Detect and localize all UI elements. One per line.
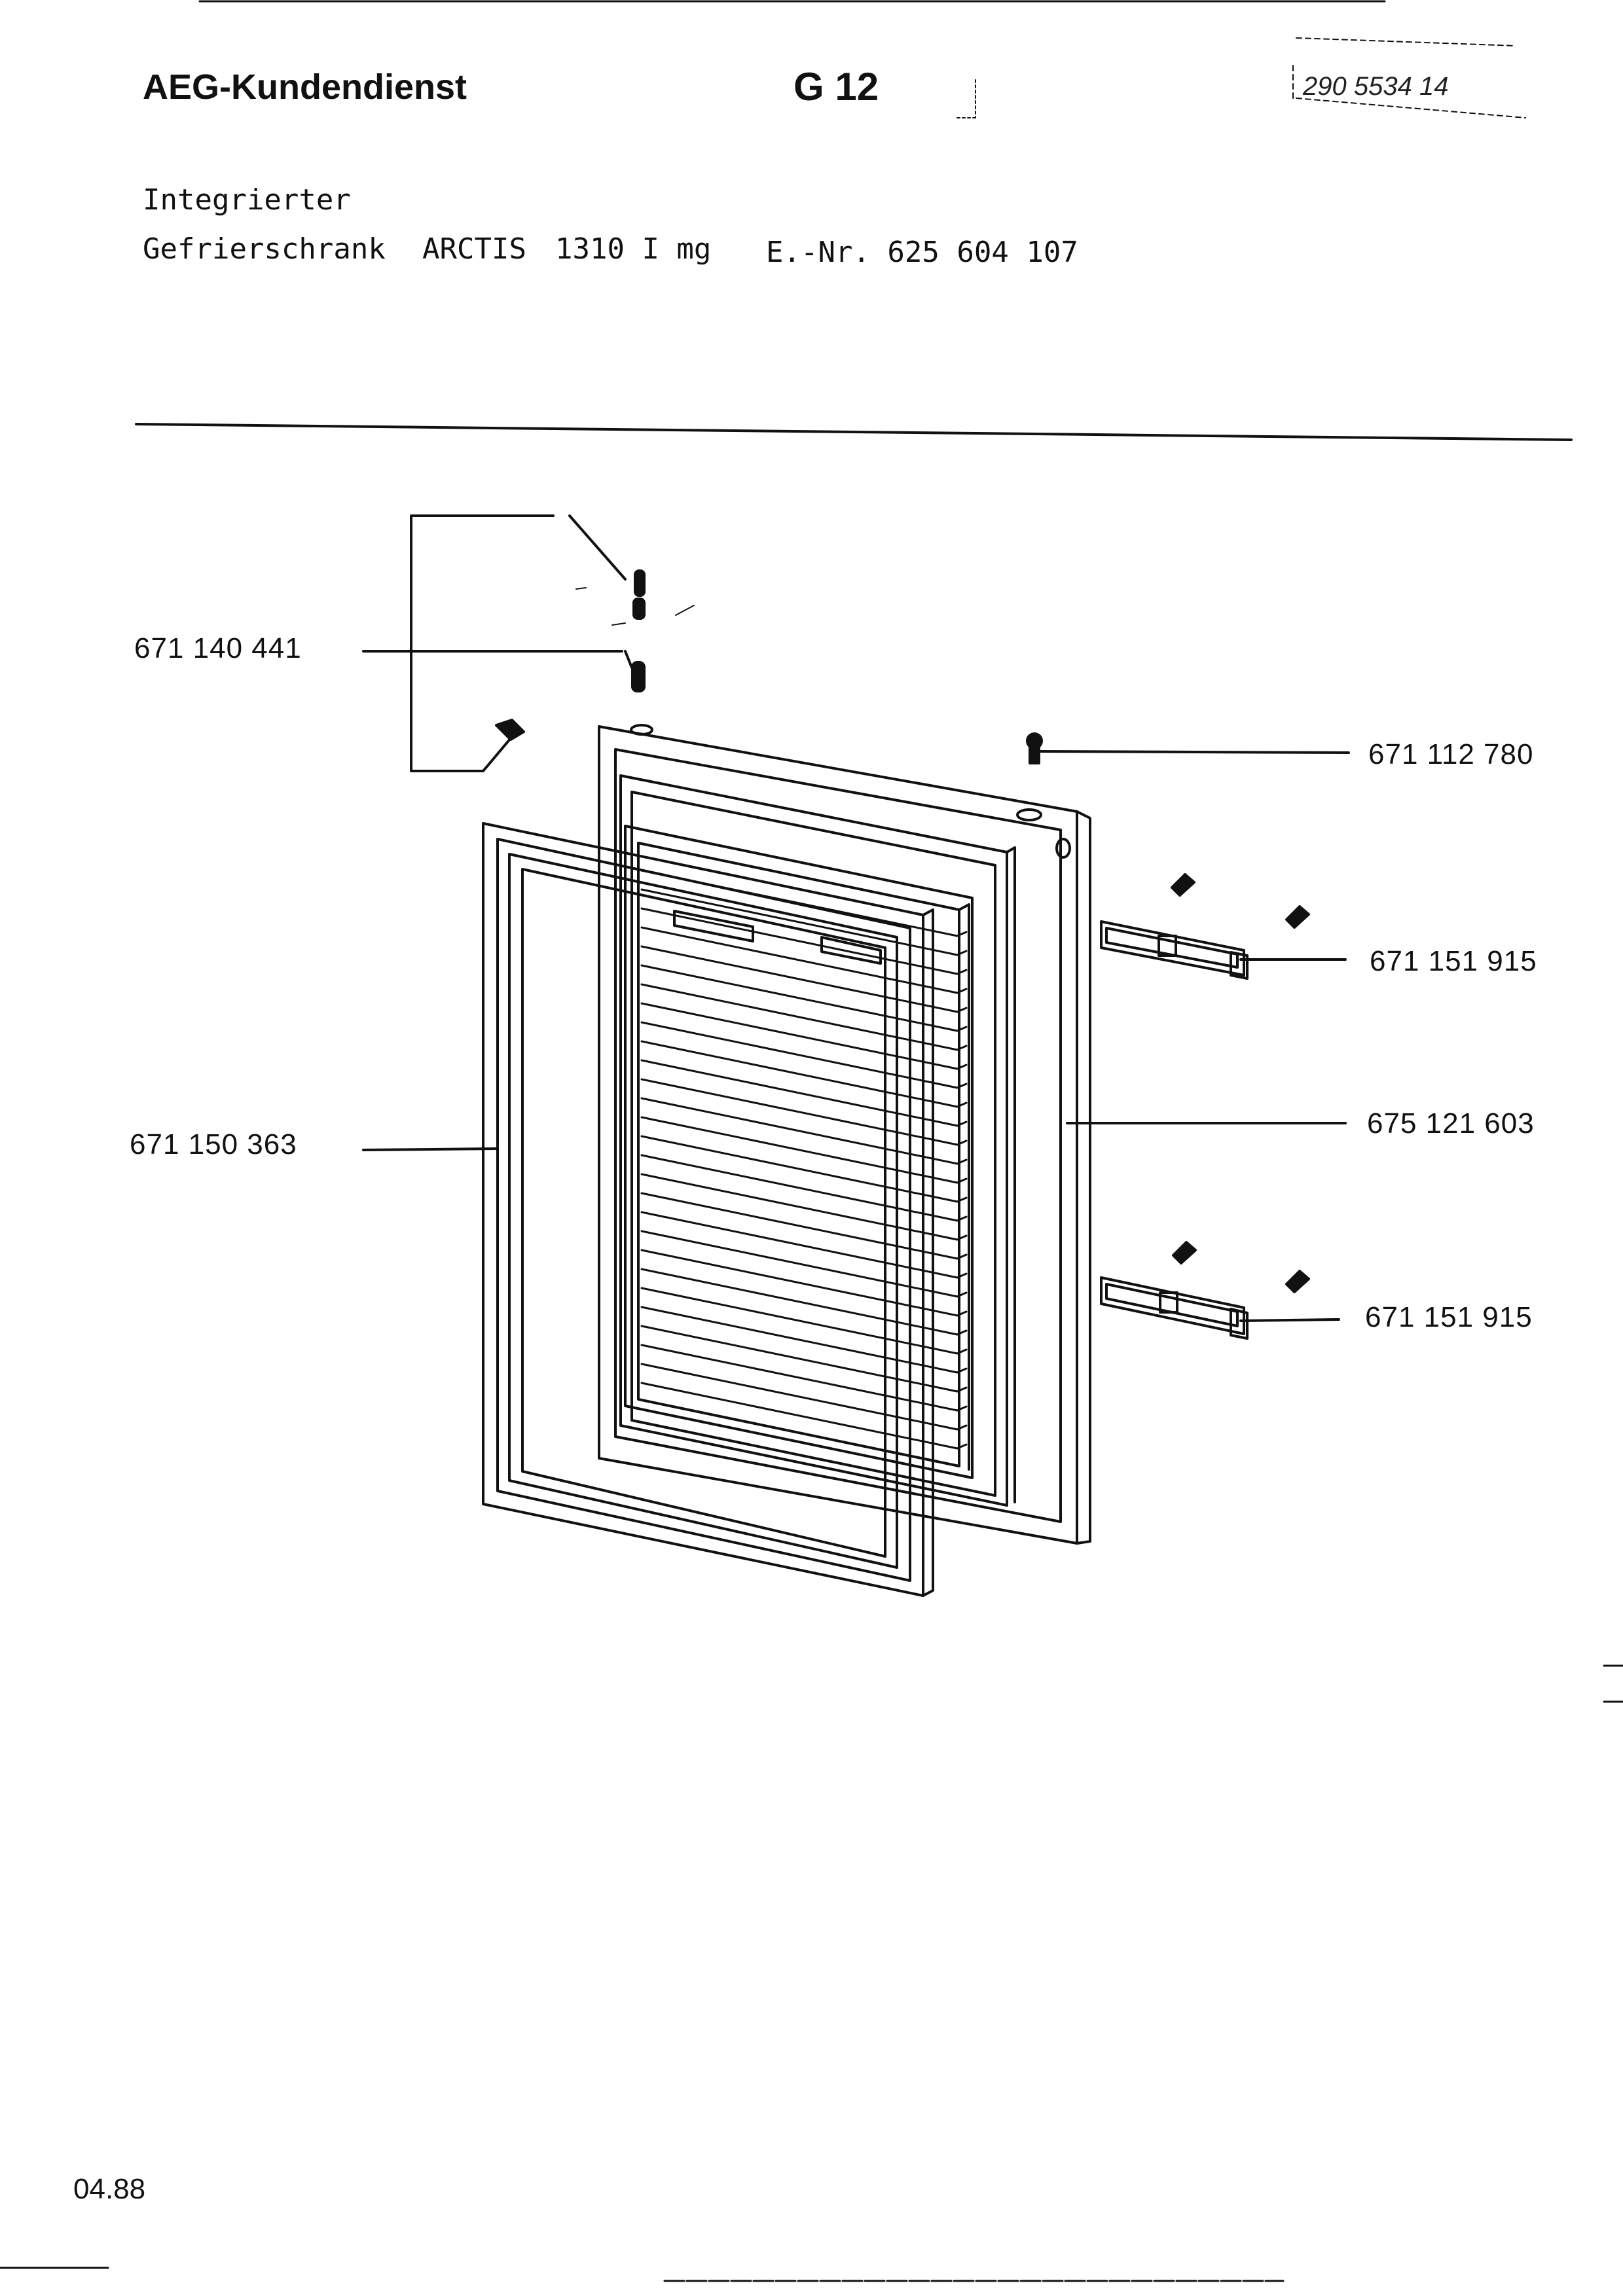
liner-shelf-rib-end: [956, 1177, 968, 1184]
liner-shelf-rib: [640, 1021, 958, 1089]
product-line-1: Integrierter: [143, 183, 351, 217]
part-label-screw: 671 112 780: [1368, 738, 1534, 770]
liner-shelf-rib-end: [956, 1348, 968, 1355]
liner-shelf-rib: [640, 1192, 958, 1260]
door-gasket-leader: [362, 1147, 499, 1151]
liner-shelf-rib-end: [956, 931, 968, 937]
liner-shelf-lines: [640, 869, 968, 1450]
lower-bracket-screws: [1172, 1241, 1310, 1293]
liner-shelf-rib-end: [956, 988, 968, 994]
liner-shelf-rib: [640, 926, 958, 994]
liner-shelf-rib-end: [956, 1196, 968, 1203]
document-number: 290 5534 14: [1303, 72, 1449, 101]
upper-bracket-part: [1100, 920, 1249, 980]
liner-shelf-rib: [640, 1173, 958, 1241]
hinge-pin-leader: [362, 514, 633, 772]
liner-shelf-rib: [640, 1078, 958, 1146]
part-label-door-bracket-upper: 671 151 915: [1370, 945, 1537, 977]
liner-shelf-rib-end: [956, 1026, 968, 1032]
liner-shelf-rib-end: [956, 969, 968, 975]
liner-shelf-rib-end: [956, 1064, 968, 1070]
hinge-dashes: [575, 587, 695, 626]
page-code: G 12: [793, 65, 879, 109]
liner-shelf-rib-end: [956, 1443, 968, 1450]
liner-shelf-rib: [640, 1363, 958, 1431]
liner-shelf-rib: [640, 888, 958, 956]
liner-shelf-rib: [640, 1097, 958, 1165]
product-enr: E.-Nr. 625 604 107: [766, 236, 1078, 269]
liner-shelf-rib: [640, 1325, 958, 1393]
part-label-door-gasket: 671 150 363: [130, 1128, 297, 1160]
liner-shelf-rib-end: [956, 1424, 968, 1431]
liner-shelf-rib: [640, 1135, 958, 1203]
part-label-door-bracket-lower: 671 151 915: [1365, 1301, 1533, 1333]
liner-shelf-rib-end: [956, 1272, 968, 1279]
product-model: ARCTIS: [422, 232, 526, 266]
liner-shelf-rib: [640, 1002, 958, 1070]
liner-shelf-rib-end: [956, 1102, 968, 1108]
hinge-pin-parts: [495, 569, 646, 741]
product-variant: 1310 I mg: [555, 232, 712, 266]
liner-shelf-rib: [640, 1268, 958, 1336]
document-number-box: [1292, 37, 1526, 118]
liner-shelf-rib: [640, 907, 958, 975]
page-code-bracket: [957, 79, 976, 118]
door-panel-frame: [598, 724, 1091, 1545]
product-type: Gefrierschrank: [143, 232, 386, 266]
liner-shelf-rib-end: [956, 1139, 968, 1146]
liner-shelf-rib: [640, 1059, 958, 1127]
liner-shelf-rib: [640, 1154, 958, 1222]
upper-bracket-screws: [1171, 873, 1310, 929]
liner-shelf-rib: [640, 1287, 958, 1355]
liner-shelf-rib-end: [956, 1329, 968, 1336]
liner-shelf-rib: [640, 1116, 958, 1184]
header-divider: [135, 423, 1573, 441]
lower-bracket-part: [1100, 1276, 1249, 1340]
inner-liner: [624, 825, 974, 1479]
liner-shelf-rib-end: [956, 1405, 968, 1412]
liner-shelf-rib-end: [956, 1386, 968, 1393]
screw-leader: [1040, 750, 1350, 754]
footer-date: 04.88: [73, 2173, 146, 2205]
liner-shelf-rib: [640, 1306, 958, 1374]
margin-marks: [1603, 1664, 1623, 1703]
liner-shelf-rib: [640, 1382, 958, 1450]
liner-shelf-rib-end: [956, 1253, 968, 1260]
liner-shelf-rib: [640, 1040, 958, 1108]
liner-shelf-rib: [640, 983, 958, 1051]
brand-title: AEG-Kundendienst: [143, 67, 467, 107]
liner-shelf-rib: [640, 945, 958, 1013]
liner-shelf-rib-end: [956, 1007, 968, 1013]
liner-shelf-rib-end: [956, 950, 968, 956]
liner-shelf-rib-end: [956, 1310, 968, 1317]
liner-shelf-rib: [640, 1344, 958, 1412]
liner-shelf-rib: [640, 1230, 958, 1298]
part-label-door-panel: 675 121 603: [1367, 1107, 1535, 1139]
liner-shelf-rib-end: [956, 1158, 968, 1165]
door-gasket-frame: [482, 822, 934, 1597]
liner-shelf-rib-end: [956, 1291, 968, 1298]
liner-shelf-rib-end: [956, 1215, 968, 1222]
lower-bracket-leader: [1239, 1318, 1340, 1322]
liner-shelf-rib-end: [956, 1121, 968, 1127]
part-label-hinge-pin-set: 671 140 441: [134, 632, 302, 664]
screw-part: [1026, 732, 1043, 764]
liner-shelf-rib-end: [956, 1045, 968, 1051]
liner-shelf-rib-end: [956, 1367, 968, 1374]
liner-shelf-rib-end: [956, 1083, 968, 1089]
liner-shelf-rib-end: [956, 1234, 968, 1241]
liner-shelf-rib: [640, 964, 958, 1032]
liner-shelf-rib: [640, 1211, 958, 1279]
liner-shelf-rib: [640, 1249, 958, 1317]
